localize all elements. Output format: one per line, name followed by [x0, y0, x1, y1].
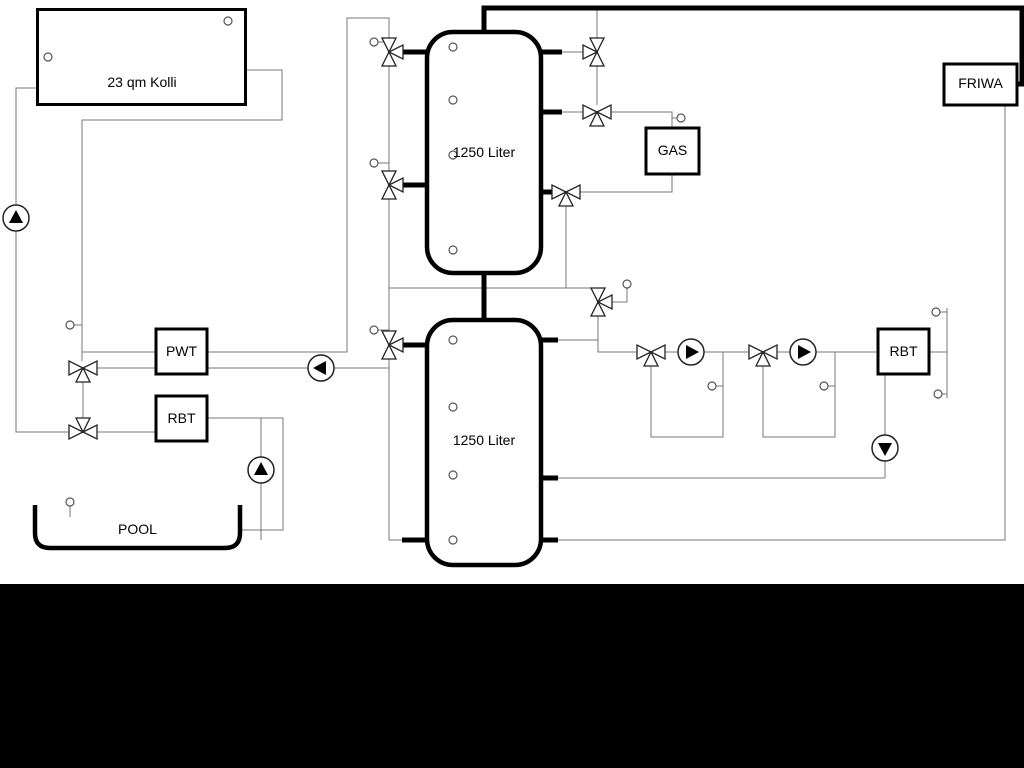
- solar-pump-icon: [2, 204, 30, 232]
- tank2-sensor2-icon: [448, 402, 458, 412]
- heating-circuit2-pump-icon: [789, 338, 817, 366]
- tank2-mid-valve-icon: [381, 330, 404, 360]
- circuit2-sensor-icon: [819, 381, 829, 391]
- tank-charge-pump-icon: [307, 354, 335, 382]
- tank1-sensor3-icon: [448, 150, 458, 160]
- collector-box: [36, 8, 247, 106]
- valve3-sensor-icon: [369, 325, 379, 335]
- gas-return-valve-icon: [551, 184, 581, 207]
- collector-top-sensor-icon: [223, 16, 233, 26]
- rbt-flow-sensor-icon: [931, 307, 941, 317]
- gas-boiler-box: [644, 126, 701, 176]
- heating-circuit2-valve-icon: [748, 344, 778, 367]
- rbt-right-label: RBT: [889, 343, 918, 359]
- tank1-top-valve-icon: [381, 37, 404, 67]
- rbt-left-box: [154, 394, 209, 443]
- pool-pump-icon: [247, 456, 275, 484]
- friwa-label: FRIWA: [958, 75, 1003, 91]
- pool-label: POOL: [118, 521, 157, 537]
- rbt-left-label: RBT: [167, 410, 196, 426]
- bottom-black-bar: [0, 584, 1024, 768]
- pipe-lines-thin: [15, 8, 1006, 541]
- tank1-sensor4-icon: [448, 245, 458, 255]
- circuit1-sensor-icon: [707, 381, 717, 391]
- collector-label: 23 qm Kolli: [107, 74, 177, 90]
- pool-sensor-icon: [65, 497, 75, 507]
- valve2-sensor-icon: [369, 158, 379, 168]
- tank2-label: 1250 Liter: [452, 432, 516, 448]
- temp-sensor-icons: [43, 16, 943, 545]
- rbt-return-pump-icon: [871, 434, 899, 462]
- gas-sensor-icon: [676, 113, 686, 123]
- tank1-sensor2-icon: [448, 95, 458, 105]
- friwa-box: [942, 62, 1019, 107]
- buffer-tank-1: [424, 29, 544, 276]
- pipe-lines-thick: [402, 5, 1024, 543]
- solar-mixing-valve-icon: [68, 360, 98, 383]
- tank1-label: 1250 Liter: [452, 144, 516, 160]
- rbt-return-sensor-icon: [933, 389, 943, 399]
- gas-label: GAS: [657, 142, 688, 158]
- dhw-supply-valve-icon: [582, 37, 605, 67]
- tank1-mid-valve-icon: [381, 170, 404, 200]
- rbt-right-box: [876, 327, 931, 376]
- collector-sensor-icon: [43, 52, 53, 62]
- heating-distribution-valve-icon: [590, 287, 613, 317]
- pwt-label: PWT: [165, 343, 198, 359]
- gas-flow-valve-icon: [582, 104, 612, 127]
- pwt-heat-exchanger-box: [154, 327, 209, 376]
- tank1-sensor1-icon: [448, 42, 458, 52]
- pool-mixing-valve-icon: [68, 417, 98, 440]
- heating-circuit1-pump-icon: [677, 338, 705, 366]
- valve1-sensor-icon: [369, 37, 379, 47]
- solar-line-sensor-icon: [65, 320, 75, 330]
- heating-circuit1-valve-icon: [636, 344, 666, 367]
- tank2-sensor1-icon: [448, 335, 458, 345]
- buffer-tank-2: [424, 317, 544, 568]
- tank2-sensor4-icon: [448, 535, 458, 545]
- distribution-sensor-icon: [622, 279, 632, 289]
- tank2-sensor3-icon: [448, 470, 458, 480]
- pool-basin: [32, 505, 243, 551]
